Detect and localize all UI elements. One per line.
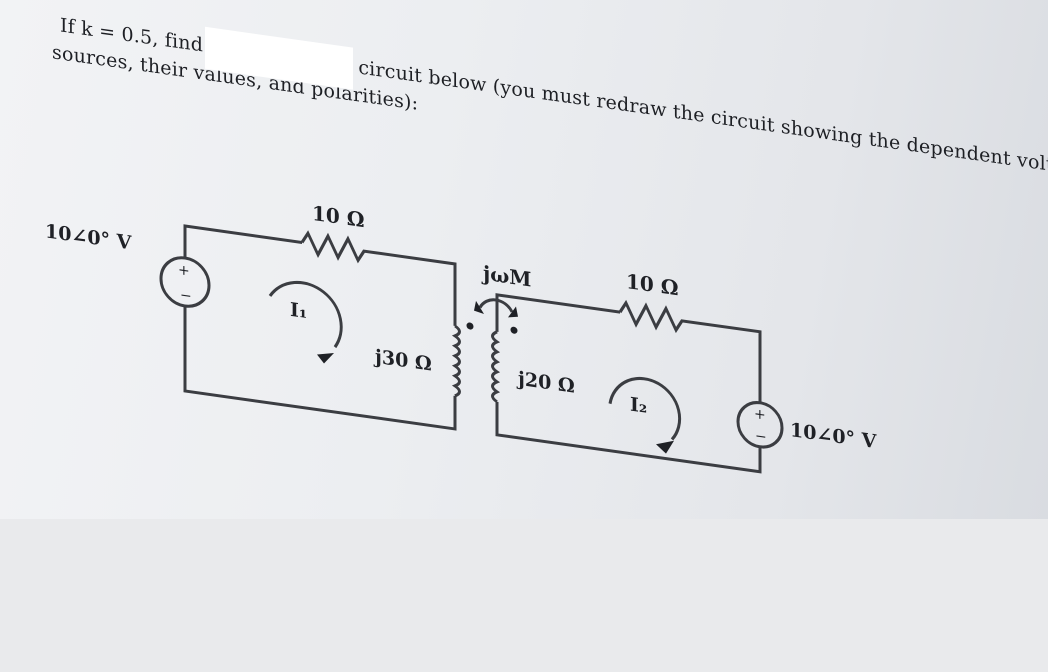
source-right-minus: − <box>755 428 767 446</box>
source-left-minus: − <box>180 287 192 305</box>
resistor-left <box>300 230 370 264</box>
voltage-source-right <box>736 401 784 449</box>
inductor-right-coil <box>491 326 518 404</box>
source-right-plus: + <box>754 406 766 424</box>
resistor-right <box>618 299 688 334</box>
mesh1-arrow <box>268 280 343 364</box>
left-mesh-wires <box>183 224 457 431</box>
right-mesh-wires <box>495 293 762 474</box>
source-left-plus: + <box>178 262 190 280</box>
mesh2-arrow <box>608 377 682 454</box>
inductor-left-coil <box>451 322 474 398</box>
mesh2-label: I₂ <box>630 393 647 418</box>
mesh1-label: I₁ <box>290 298 307 323</box>
voltage-source-left <box>159 256 211 308</box>
source-right-label: 10∠0° V <box>790 418 878 453</box>
resistor-left-label: 10 Ω <box>312 201 365 232</box>
resistor-right-label: 10 Ω <box>626 269 679 300</box>
source-left-label: 10∠0° V <box>45 219 133 254</box>
inductor-left-label: j30 Ω <box>373 345 432 376</box>
mutual-inductance-label: jωM <box>481 261 531 292</box>
inductor-right-label: j20 Ω <box>516 367 575 398</box>
